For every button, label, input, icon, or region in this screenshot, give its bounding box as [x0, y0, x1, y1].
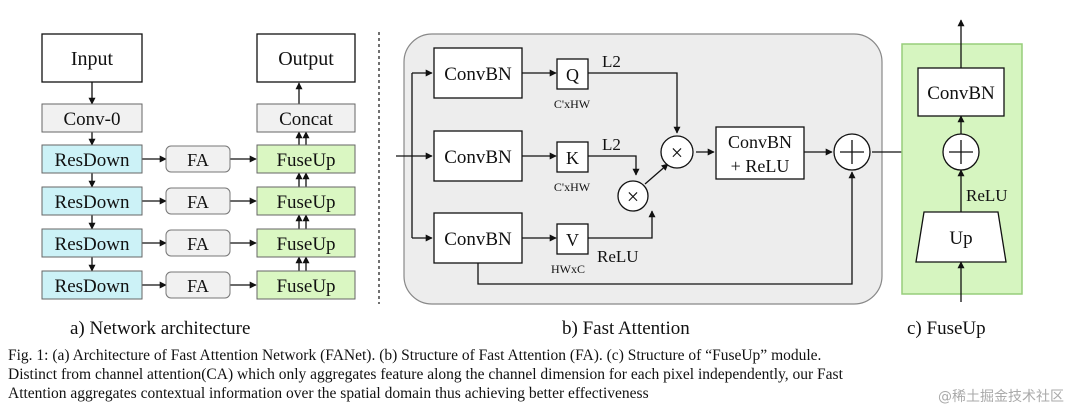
fa-panel-background	[403, 33, 883, 305]
svg-text:Q: Q	[566, 65, 579, 85]
fa-box-1: FA	[165, 145, 231, 173]
svg-text:V: V	[566, 230, 579, 250]
watermark: @稀土掘金技术社区	[938, 389, 1064, 405]
svg-text:ConvBN: ConvBN	[444, 229, 512, 250]
fanet-figure: Input Conv-0 ResDown ResDown ResDown Res…	[41, 19, 1023, 305]
v-dim-label: HWxC	[551, 262, 585, 276]
k-l2-label: L2	[602, 135, 621, 154]
figure-caption: Fig. 1: (a) Architecture of Fast Attenti…	[8, 346, 1066, 403]
fuseup-box-3: FuseUp	[256, 228, 356, 258]
svg-text:+ ReLU: + ReLU	[731, 156, 790, 176]
panel-b-connectors	[396, 69, 941, 285]
resdown-box-4: ResDown	[41, 270, 143, 300]
q-box: Q	[556, 58, 589, 90]
fuseup-box-2: FuseUp	[256, 186, 356, 216]
svg-text:ResDown: ResDown	[55, 276, 130, 297]
convbn-box-2: ConvBN	[433, 130, 523, 182]
svg-text:Output: Output	[278, 48, 334, 70]
multiply-node-bottom: ×	[617, 180, 649, 212]
svg-text:FuseUp: FuseUp	[276, 234, 335, 255]
svg-text:Input: Input	[71, 48, 114, 70]
svg-text:FuseUp: FuseUp	[276, 276, 335, 297]
up-trapezoid: Up	[915, 211, 1007, 263]
svg-text:FuseUp: FuseUp	[276, 150, 335, 171]
svg-text:ConvBN: ConvBN	[444, 64, 512, 85]
concat-box: Concat	[256, 103, 356, 133]
resdown-box-1: ResDown	[41, 144, 143, 174]
svg-text:ConvBN: ConvBN	[728, 132, 792, 152]
multiply-node-top: ×	[660, 135, 694, 169]
convbn-relu-box: ConvBN + ReLU	[715, 126, 805, 180]
k-dim-label: C'xHW	[554, 180, 591, 194]
svg-text:ConvBN: ConvBN	[927, 83, 995, 104]
resdown-box-2: ResDown	[41, 186, 143, 216]
fuseup-relu-label: ReLU	[966, 186, 1008, 205]
caption-line-2: Distinct from channel attention(CA) whic…	[8, 366, 843, 383]
fa-box-2: FA	[165, 187, 231, 215]
fuseup-box-1: FuseUp	[256, 144, 356, 174]
svg-text:FuseUp: FuseUp	[276, 192, 335, 213]
svg-text:×: ×	[627, 184, 639, 209]
svg-text:ResDown: ResDown	[55, 150, 130, 171]
convbn-box-1: ConvBN	[433, 47, 523, 99]
svg-text:Conv-0: Conv-0	[64, 109, 121, 130]
conv0-box: Conv-0	[41, 103, 143, 133]
svg-text:ResDown: ResDown	[55, 234, 130, 255]
input-box: Input	[41, 33, 143, 83]
subtitle-fast-attention: b) Fast Attention	[562, 318, 690, 339]
convbn-box-3: ConvBN	[433, 212, 523, 264]
svg-text:FA: FA	[187, 276, 209, 296]
subtitle-fuseup: c) FuseUp	[907, 318, 986, 339]
svg-text:×: ×	[671, 140, 683, 165]
fa-box-3: FA	[165, 229, 231, 257]
q-dim-label: C'xHW	[554, 97, 591, 111]
svg-text:FA: FA	[187, 192, 209, 212]
panel-a-arrows	[88, 82, 310, 289]
svg-text:FA: FA	[187, 150, 209, 170]
svg-text:K: K	[566, 148, 579, 168]
v-relu-label: ReLU	[597, 247, 639, 266]
svg-text:Up: Up	[949, 228, 972, 249]
svg-text:ResDown: ResDown	[55, 192, 130, 213]
caption-line-3: Attention aggregates contextual informat…	[8, 385, 649, 402]
caption-line-1: Fig. 1: (a) Architecture of Fast Attenti…	[8, 347, 822, 364]
fuseup-convbn-box: ConvBN	[917, 67, 1005, 117]
svg-text:Concat: Concat	[279, 109, 334, 130]
resdown-box-3: ResDown	[41, 228, 143, 258]
panel-a-network-architecture: Input Conv-0 ResDown ResDown ResDown Res…	[41, 33, 356, 300]
v-box: V	[556, 223, 589, 255]
svg-text:ConvBN: ConvBN	[444, 147, 512, 168]
add-node-fa	[833, 133, 871, 171]
k-box: K	[556, 141, 589, 173]
fa-box-4: FA	[165, 271, 231, 299]
q-l2-label: L2	[602, 52, 621, 71]
panel-b-fast-attention: ConvBN ConvBN ConvBN Q C'xHW L2 K C'xHW …	[396, 33, 941, 305]
svg-text:FA: FA	[187, 234, 209, 254]
panel-c-fuseup: ConvBN ReLU Up	[901, 19, 1023, 302]
output-box: Output	[256, 33, 356, 83]
subtitle-network-architecture: a) Network architecture	[70, 318, 251, 339]
add-node-fuseup	[942, 133, 980, 171]
fuseup-box-4: FuseUp	[256, 270, 356, 300]
